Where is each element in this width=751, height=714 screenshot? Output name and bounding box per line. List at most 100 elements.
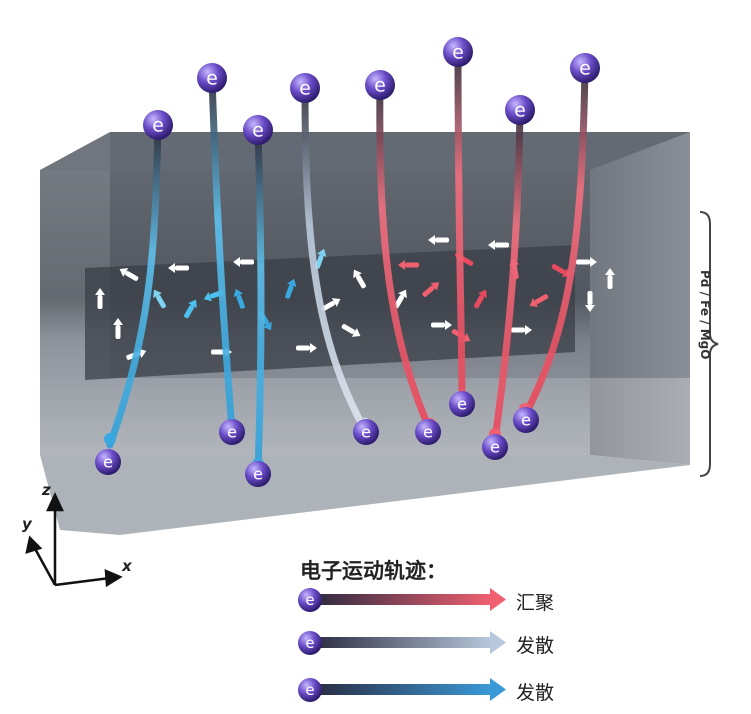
y-axis-label: y: [22, 515, 32, 533]
trajectory-path: [521, 64, 589, 419]
x-axis-line: [54, 576, 111, 587]
z-axis-label: z: [42, 481, 51, 499]
coordinate-axes: [25, 492, 123, 588]
spin-arrow: [285, 278, 297, 299]
electron-bottom: e: [353, 419, 379, 445]
spin-arrow: [474, 289, 487, 309]
legend-electron: e: [298, 678, 322, 702]
trajectory-path: [454, 48, 466, 406]
electron-symbol: e: [305, 591, 314, 609]
spin-arrow: [585, 291, 595, 312]
electron-bottom: e: [95, 449, 121, 475]
electron-symbol: e: [374, 75, 386, 96]
electron-bottom: e: [482, 434, 508, 460]
electron-symbol: e: [227, 422, 237, 441]
trajectory-path: [491, 106, 524, 444]
x-axis-arrowhead: [104, 569, 123, 588]
electron-trajectories: [104, 48, 589, 474]
spin-arrow: [95, 288, 105, 309]
spin-arrow: [113, 318, 123, 339]
electrons: e e e e e e e e e e e e e e e e: [95, 37, 600, 487]
trajectory-path: [106, 121, 162, 449]
spin-arrow: [353, 269, 366, 289]
spin-arrow: [511, 325, 532, 335]
legend-item-converge: 汇聚: [516, 592, 555, 614]
electron-symbol: e: [299, 78, 311, 99]
spin-arrow: [341, 324, 361, 337]
spin-arrows: [95, 235, 615, 360]
trajectory-path: [254, 126, 265, 474]
spin-arrow: [422, 282, 440, 297]
electron-symbol: e: [361, 422, 371, 441]
electron-symbol: e: [305, 681, 314, 699]
spin-arrow: [168, 263, 189, 273]
electron-top: e: [197, 63, 227, 93]
electron-symbol: e: [514, 100, 526, 121]
spin-arrow: [233, 288, 245, 309]
electron-symbol: e: [252, 120, 264, 141]
electron-bottom: e: [245, 461, 271, 487]
spin-arrow: [605, 268, 615, 289]
box-top-face: [40, 132, 690, 170]
spin-arrow: [394, 289, 407, 309]
electron-symbol: e: [152, 115, 164, 136]
legend-converge-arrowhead: [490, 588, 506, 611]
electron-symbol: e: [305, 634, 314, 652]
spin-arrow: [321, 298, 341, 311]
spin-arrow: [153, 289, 166, 309]
electron-symbol: e: [521, 410, 531, 429]
legend-electron: e: [298, 631, 322, 655]
legend-graphics: e e e: [298, 588, 506, 702]
trajectory-path: [301, 84, 369, 434]
legend-electron: e: [298, 588, 322, 612]
electron-top: e: [505, 95, 535, 125]
electron-symbol: e: [457, 394, 467, 413]
sample-box: [40, 132, 690, 535]
trajectory-arrowhead: [104, 433, 116, 445]
legend-diverge-blue-bar: [312, 684, 492, 695]
trajectory-path: [376, 81, 434, 434]
legend-converge-bar: [312, 594, 492, 605]
spin-arrow: [428, 235, 449, 245]
legend-item-diverge-white: 发散: [516, 635, 555, 657]
legend-diverge-blue-arrowhead: [490, 678, 506, 701]
legend-diverge-white-bar: [312, 637, 492, 648]
electron-bottom: e: [513, 407, 539, 433]
spin-arrow: [488, 240, 509, 250]
layer-brace: [699, 211, 719, 477]
electron-bottom: e: [449, 391, 475, 417]
spin-arrow: [529, 294, 549, 307]
x-axis-label: x: [122, 557, 132, 575]
spin-arrow: [184, 299, 197, 319]
electron-top: e: [365, 70, 395, 100]
trajectory-path: [208, 74, 236, 434]
electron-top: e: [243, 115, 273, 145]
layer-label: Pd / Fe / MgO: [698, 270, 712, 360]
electron-symbol: e: [579, 58, 591, 79]
spin-arrow: [119, 268, 139, 281]
electron-symbol: e: [103, 452, 113, 471]
spin-arrow: [296, 343, 317, 353]
box-bottom-face: [40, 455, 690, 535]
legend-item-diverge-blue: 发散: [516, 682, 555, 704]
electron-top: e: [143, 110, 173, 140]
electron-symbol: e: [206, 68, 218, 89]
spin-arrow: [398, 260, 419, 270]
y-axis-arrowhead: [25, 535, 43, 554]
box-right-face: [590, 132, 690, 465]
spin-arrow: [233, 257, 254, 267]
electron-symbol: e: [490, 437, 500, 456]
electron-symbol: e: [253, 464, 263, 483]
electron-top: e: [443, 37, 473, 67]
electron-symbol: e: [452, 42, 464, 63]
electron-top: e: [290, 73, 320, 103]
legend-diverge-white-arrowhead: [490, 631, 506, 654]
spin-arrow: [431, 320, 452, 330]
magnetic-layer: [85, 245, 575, 380]
electron-bottom: e: [415, 419, 441, 445]
electron-symbol: e: [423, 422, 433, 441]
spin-arrow: [576, 257, 597, 267]
electron-top: e: [570, 53, 600, 83]
legend-title: 电子运动轨迹：: [300, 559, 447, 583]
